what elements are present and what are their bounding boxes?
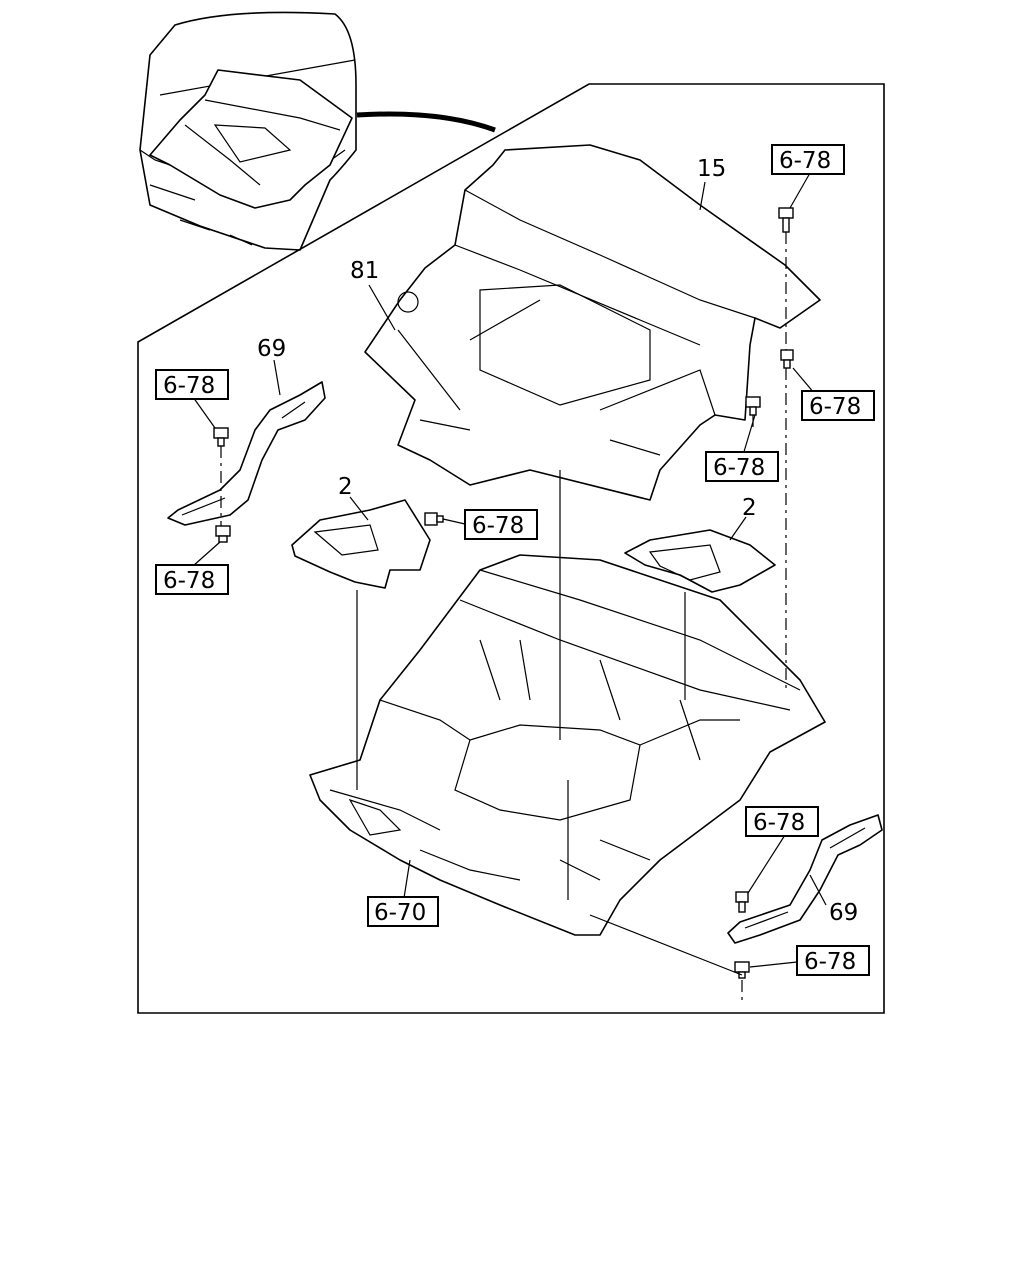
ref-label: 6-78	[713, 455, 765, 481]
ref-box-left-lower: 6-78	[155, 564, 229, 595]
ref-box-bottom-right-lower: 6-78	[796, 945, 870, 976]
callout-81: 81	[350, 258, 379, 284]
bolt-icon	[424, 512, 444, 526]
ref-box-center-right: 6-78	[705, 451, 779, 482]
ref-box-top-right: 6-78	[771, 144, 845, 175]
ref-box-bottom-right-upper: 6-78	[745, 806, 819, 837]
callout-69-left: 69	[257, 336, 286, 362]
callout-2-right: 2	[742, 495, 757, 521]
bolt-icon	[780, 349, 794, 369]
ref-label: 6-78	[809, 394, 861, 420]
ref-box-left-upper: 6-78	[155, 369, 229, 400]
bolt-icon	[213, 427, 229, 447]
callout-69-right: 69	[829, 900, 858, 926]
part-2-left-pad	[291, 499, 431, 589]
ref-label: 6-78	[779, 148, 831, 174]
ref-box-center: 6-78	[464, 509, 538, 540]
ref-label: 6-78	[753, 810, 805, 836]
floor-panel	[309, 554, 826, 936]
bolt-icon	[745, 396, 761, 416]
detail-frame	[137, 83, 885, 1014]
leader-lines	[192, 172, 827, 968]
callout-15: 15	[697, 156, 726, 182]
callout-2-left: 2	[338, 474, 353, 500]
ref-box-floor: 6-70	[367, 896, 439, 927]
fasteners	[213, 207, 794, 979]
assembly-lines	[220, 232, 787, 1000]
ref-label: 6-78	[163, 373, 215, 399]
ref-label: 6-78	[163, 568, 215, 594]
vehicle-overview-inset	[139, 11, 496, 251]
bolt-icon	[735, 891, 749, 913]
part-69-right-step	[727, 814, 883, 944]
ref-label: 6-78	[804, 949, 856, 975]
part-69-left-step	[167, 381, 326, 526]
part-15-dash-panel	[364, 144, 821, 501]
bolt-icon	[215, 525, 231, 543]
ref-label: 6-70	[374, 900, 426, 926]
ref-label: 6-78	[472, 513, 524, 539]
bolt-icon	[778, 207, 794, 233]
bolt-icon	[734, 961, 750, 979]
ref-box-mid-right: 6-78	[801, 390, 875, 421]
part-2-right-pad	[624, 529, 776, 593]
